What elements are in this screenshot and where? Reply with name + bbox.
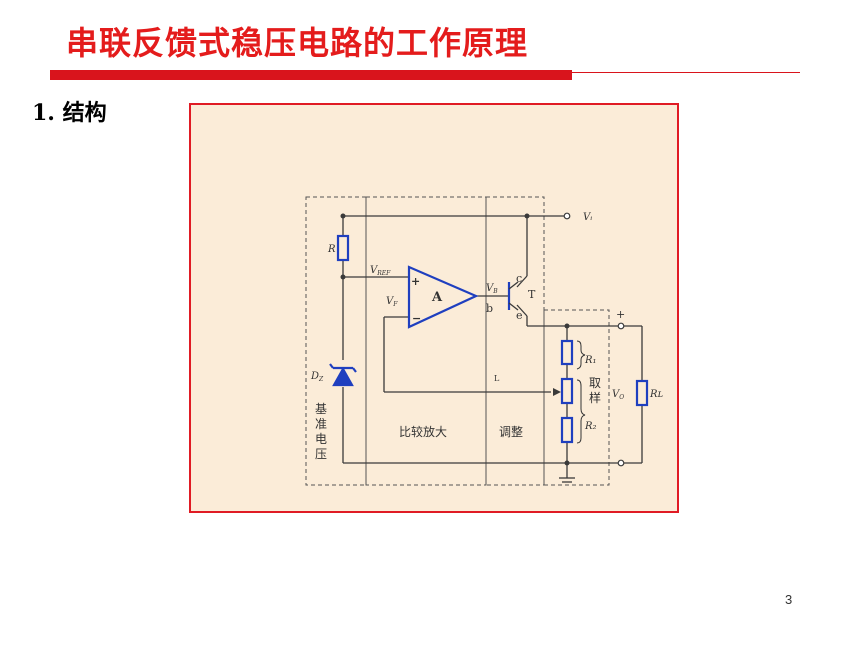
label-dz-sub: Z [318, 376, 324, 383]
resistor-r2 [560, 416, 574, 444]
label-r2: R₂ [584, 421, 597, 432]
block-outlines [305, 196, 610, 486]
label-rl: Rʟ [649, 389, 664, 400]
resistor-rl [635, 379, 649, 407]
components [329, 234, 649, 444]
label-plus: + [411, 275, 420, 288]
label-vref-sub: REF [376, 270, 391, 277]
label-r: R [327, 244, 336, 255]
section-heading: 1. 结构 [32, 100, 107, 126]
label-vb: VB [486, 283, 498, 295]
label-c: c [516, 272, 522, 285]
label-vref: VREF [370, 265, 391, 277]
transistor-t [507, 281, 519, 311]
label-vb-sub: B [492, 288, 498, 295]
comparator-block-outline [365, 196, 487, 486]
wires [342, 215, 643, 483]
caption-comparator: 比较放大 [399, 424, 447, 439]
caption-adjust: 调整 [499, 424, 523, 439]
title-underline-line [572, 72, 800, 73]
resistor-r1 [560, 339, 574, 366]
zener-diode [329, 363, 357, 387]
op-amp [407, 265, 479, 329]
potentiometer [560, 377, 574, 405]
label-vf-sub: F [392, 301, 398, 308]
caption-ref-3: 电 [315, 432, 327, 446]
label-b: b [486, 302, 493, 315]
label-amp: A [431, 290, 443, 305]
junction-dots [340, 213, 570, 466]
resistor-r [336, 234, 350, 262]
sample-block-outline [543, 309, 610, 486]
adjust-block-outline [485, 196, 545, 486]
wiper-arrow-icon [553, 388, 561, 396]
label-dz-main: D [310, 371, 319, 382]
circuit-diagram: Vᵢ R VREF VF VB DZ R₁ R₂ Rʟ VO + − A b c… [305, 196, 664, 486]
label-r1: R₁ [584, 355, 597, 366]
circuit-figure: Vᵢ R VREF VF VB DZ R₁ R₂ Rʟ VO + − A b c… [189, 103, 679, 513]
output-terminal-positive [617, 322, 625, 330]
caption-ref-2: 准 [315, 417, 327, 431]
label-vo: VO [612, 389, 624, 401]
label-e: e [516, 309, 523, 322]
label-mid-l: L [494, 374, 500, 383]
label-vo-sub: O [619, 394, 624, 401]
caption-ref-4: 压 [315, 447, 327, 461]
caption-sample-2: 样 [589, 390, 601, 405]
label-out-plus: + [616, 308, 625, 321]
label-t: T [528, 288, 536, 301]
label-vref-main: V [370, 265, 379, 276]
caption-sample-1: 取 [589, 376, 601, 390]
label-vf: VF [386, 296, 398, 308]
title-underline-bar [50, 70, 572, 80]
caption-ref-1: 基 [315, 402, 327, 416]
label-vb-main: V [486, 283, 495, 294]
output-terminal-negative [617, 459, 625, 467]
page-number: 3 [785, 592, 793, 607]
label-dz: DZ [310, 371, 324, 383]
terminals [563, 212, 625, 467]
input-terminal [563, 212, 571, 220]
sample-braces [576, 340, 586, 444]
label-minus: − [412, 312, 421, 325]
label-vo-main: V [612, 389, 621, 400]
slide-title: 串联反馈式稳压电路的工作原理 [66, 24, 529, 62]
label-vi: Vᵢ [583, 212, 592, 223]
label-vf-main: V [386, 296, 395, 307]
